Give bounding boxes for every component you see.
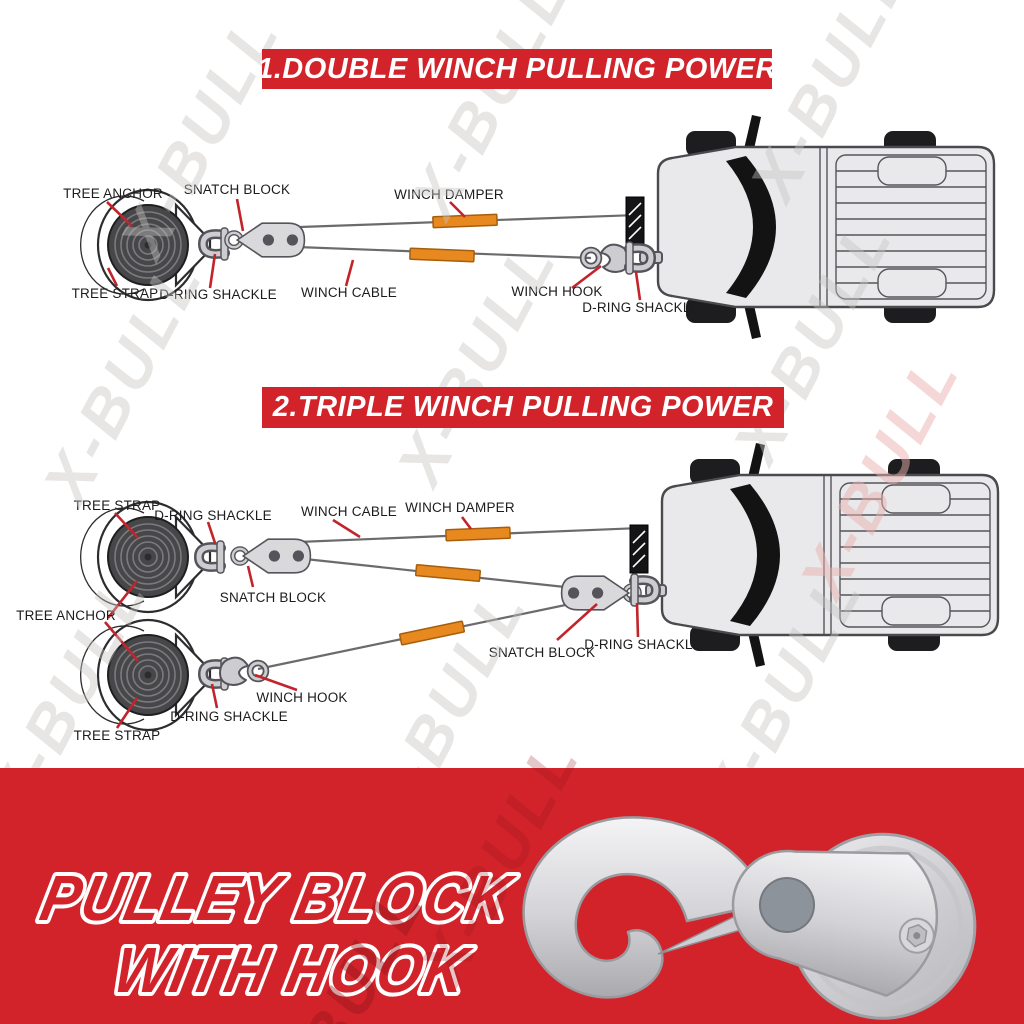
winch-hook-graphic bbox=[220, 658, 266, 685]
footer-section: PULLEY BLOCK WITH HOOK bbox=[0, 768, 1024, 1024]
winch-damper-graphic bbox=[445, 526, 511, 542]
label-tree-anchor: TREE ANCHOR bbox=[16, 608, 116, 623]
winch-diagrams-canvas: TREE ANCHOR SNATCH BLOCK WINCH DAMPER TR… bbox=[16, 113, 1000, 743]
winch-damper-graphic bbox=[398, 620, 466, 646]
snatch-block-graphic bbox=[562, 576, 640, 610]
d-ring-shackle-graphic bbox=[631, 574, 656, 606]
d-ring-shackle-graphic bbox=[626, 242, 651, 274]
footer-headline-line2: WITH HOOK bbox=[104, 931, 481, 1010]
section2-banner-title: 2.TRIPLE WINCH PULLING POWER bbox=[272, 391, 774, 423]
svg-text:WITH HOOK: WITH HOOK bbox=[108, 935, 478, 1007]
label-snatch-block: SNATCH BLOCK bbox=[184, 182, 290, 197]
label-leader-lines bbox=[104, 512, 640, 729]
label-leader-lines bbox=[106, 198, 642, 301]
label-winch-hook: WINCH HOOK bbox=[511, 284, 602, 299]
label-snatch-block: SNATCH BLOCK bbox=[220, 590, 326, 605]
label-winch-cable: WINCH CABLE bbox=[301, 285, 397, 300]
section2-banner: 2.TRIPLE WINCH PULLING POWER bbox=[262, 387, 784, 428]
snatch-block-graphic bbox=[233, 539, 311, 573]
label-d-ring-shackle: D-RING SHACKLE bbox=[159, 287, 277, 302]
footer-canvas: PULLEY BLOCK WITH HOOK bbox=[31, 816, 977, 1020]
label-tree-anchor: TREE ANCHOR bbox=[63, 186, 163, 201]
label-d-ring-shackle: D-RING SHACKLE bbox=[584, 637, 702, 652]
label-d-ring-shackle: D-RING SHACKLE bbox=[170, 709, 288, 724]
winch-damper-graphic bbox=[414, 563, 482, 583]
snatch-block-graphic bbox=[227, 223, 305, 257]
section1-banner: 1.DOUBLE WINCH PULLING POWER bbox=[257, 49, 776, 89]
label-snatch-block: SNATCH BLOCK bbox=[489, 645, 595, 660]
footer-headline-line1: PULLEY BLOCK bbox=[31, 859, 525, 938]
section1-banner-title: 1.DOUBLE WINCH PULLING POWER bbox=[257, 52, 777, 85]
pulley-pivot-hole bbox=[759, 877, 815, 933]
winch-damper-graphic bbox=[409, 247, 475, 263]
truck-top-view-graphic bbox=[628, 441, 1000, 669]
svg-text:PULLEY BLOCK: PULLEY BLOCK bbox=[35, 863, 521, 935]
label-winch-cable: WINCH CABLE bbox=[301, 504, 397, 519]
label-tree-strap: TREE STRAP bbox=[72, 286, 159, 301]
label-d-ring-shackle: D-RING SHACKLE bbox=[582, 300, 700, 315]
pulley-block-with-hook-image bbox=[522, 816, 977, 1020]
diagram-2-triple-winch: TREE STRAP D-RING SHACKLE WINCH CABLE WI… bbox=[16, 441, 1000, 743]
pulley-assembly bbox=[731, 832, 977, 1020]
diagram-1-double-winch: TREE ANCHOR SNATCH BLOCK WINCH DAMPER TR… bbox=[63, 113, 996, 341]
d-ring-shackle-graphic bbox=[199, 541, 224, 573]
label-tree-strap: TREE STRAP bbox=[74, 728, 161, 743]
label-d-ring-shackle: D-RING SHACKLE bbox=[154, 508, 272, 523]
label-winch-hook: WINCH HOOK bbox=[256, 690, 347, 705]
label-winch-damper: WINCH DAMPER bbox=[405, 500, 515, 515]
tree-anchor-graphic bbox=[79, 188, 212, 302]
hook-body bbox=[522, 816, 757, 999]
label-tree-strap: TREE STRAP bbox=[74, 498, 161, 513]
label-winch-damper: WINCH DAMPER bbox=[394, 187, 504, 202]
